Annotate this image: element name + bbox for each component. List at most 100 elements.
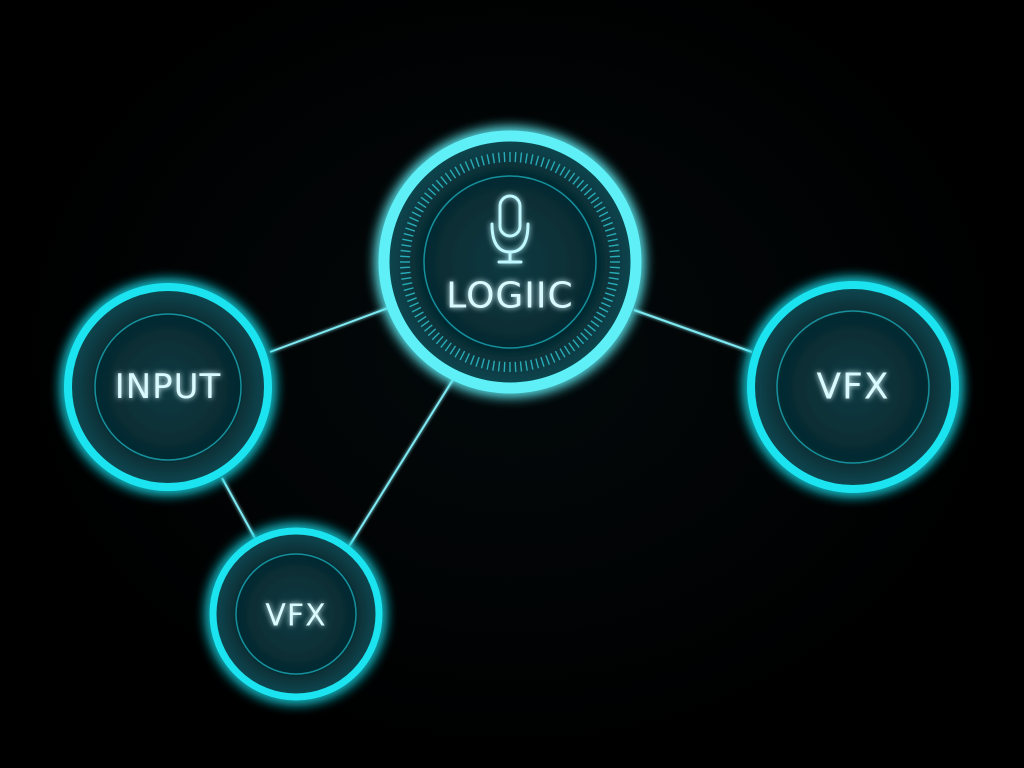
tick-mark: [519, 152, 523, 163]
tick-mark: [604, 227, 615, 232]
tick-mark: [535, 358, 540, 369]
tick-mark: [403, 287, 414, 292]
tick-mark: [475, 157, 480, 168]
tick-mark: [459, 163, 466, 174]
tick-mark: [559, 348, 566, 358]
tick-mark: [580, 332, 589, 341]
tick-mark: [411, 211, 422, 218]
tick-mark: [593, 315, 603, 323]
tick-mark: [530, 154, 534, 165]
tick-mark: [414, 311, 424, 318]
tick-mark: [435, 179, 444, 189]
tick-mark: [414, 206, 424, 213]
tick-mark: [514, 361, 517, 372]
tick-mark: [424, 192, 433, 200]
tick-mark: [444, 172, 452, 182]
tick-mark: [609, 271, 620, 275]
tick-mark: [440, 176, 448, 185]
node-input[interactable]: INPUT: [64, 283, 272, 491]
edge-input-vfx-bottom: [221, 477, 257, 541]
tick-mark: [409, 302, 419, 308]
microphone-icon: [490, 194, 530, 264]
node-logic-label: LOGIIC: [446, 276, 573, 317]
tick-mark: [587, 324, 596, 332]
node-logic[interactable]: LOGIIC: [378, 130, 642, 394]
tick-mark: [596, 206, 606, 213]
tick-mark: [572, 176, 580, 185]
tick-mark: [608, 276, 619, 280]
tick-mark: [601, 302, 611, 308]
tick-mark: [607, 282, 618, 286]
tick-mark: [524, 360, 528, 371]
tick-mark: [401, 244, 412, 248]
tick-mark: [405, 227, 416, 232]
tick-mark: [469, 355, 475, 365]
tick-mark: [606, 287, 617, 292]
tick-mark: [601, 216, 611, 222]
tick-mark: [407, 297, 417, 303]
tick-mark: [420, 320, 430, 328]
tick-mark: [568, 172, 576, 182]
tick-mark: [475, 356, 480, 367]
tick-mark: [580, 183, 589, 192]
tick-mark: [583, 328, 593, 337]
tick-mark: [545, 159, 551, 169]
tick-mark: [554, 350, 561, 361]
tick-mark: [486, 359, 490, 370]
tick-mark: [598, 306, 609, 313]
tick-mark: [440, 339, 448, 348]
tick-mark: [444, 342, 452, 352]
tick-mark: [609, 249, 620, 253]
tick-mark: [609, 255, 620, 258]
tick-mark: [559, 166, 566, 176]
tick-mark: [609, 266, 620, 269]
tick-mark: [568, 342, 576, 352]
tick-mark: [400, 255, 411, 258]
tick-mark: [424, 324, 433, 332]
tick-mark: [550, 353, 556, 363]
tick-mark: [492, 360, 496, 371]
node-vfx-bottom-label: VFX: [265, 599, 326, 634]
tick-mark: [583, 187, 593, 196]
tick-mark: [480, 358, 485, 369]
edge-vfx-bottom-logic: [347, 377, 455, 549]
tick-mark: [535, 155, 540, 166]
tick-mark: [435, 335, 444, 345]
tick-mark: [503, 361, 506, 372]
tick-mark: [407, 221, 417, 227]
tick-mark: [449, 169, 457, 179]
tick-mark: [400, 249, 411, 253]
tick-mark: [480, 155, 485, 166]
tick-mark: [497, 152, 501, 163]
tick-mark: [545, 355, 551, 365]
node-vfx-right[interactable]: VFX: [747, 281, 959, 493]
edge-input-logic: [269, 307, 389, 353]
tick-mark: [454, 348, 461, 358]
tick-mark: [530, 359, 534, 370]
tick-mark: [603, 297, 613, 303]
tick-mark: [563, 169, 571, 179]
connector-lines: [221, 307, 753, 549]
tick-mark: [403, 232, 414, 237]
tick-mark: [519, 361, 523, 372]
tick-mark: [454, 166, 461, 176]
tick-mark: [420, 196, 430, 204]
tick-mark: [427, 187, 437, 196]
node-input-label: INPUT: [115, 367, 222, 407]
tick-mark: [540, 157, 545, 168]
tick-mark: [590, 320, 600, 328]
tick-mark: [431, 183, 440, 192]
tick-mark: [492, 153, 496, 164]
tick-mark: [431, 332, 440, 341]
tick-mark: [464, 161, 470, 171]
tick-mark: [550, 161, 556, 171]
node-vfx-bottom[interactable]: VFX: [209, 527, 383, 701]
tick-mark: [572, 339, 580, 348]
tick-mark: [400, 271, 411, 275]
tick-mark: [576, 179, 585, 189]
tick-mark: [402, 238, 413, 242]
tick-mark: [400, 266, 411, 269]
tick-mark: [417, 315, 427, 323]
tick-mark: [401, 276, 412, 280]
